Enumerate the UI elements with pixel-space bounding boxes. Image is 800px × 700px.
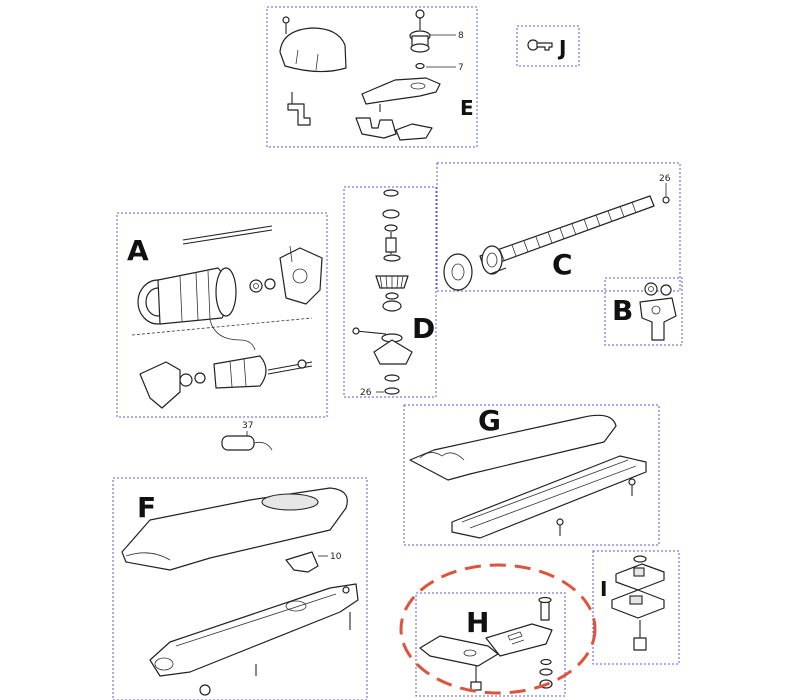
a-rear-bracket — [139, 361, 181, 409]
capacitor-part-number-37: 37 — [242, 421, 253, 431]
capacitor-part — [221, 435, 255, 451]
section-e-group: 8 7 E — [266, 6, 478, 148]
e-part-number-8: 8 — [458, 31, 464, 41]
highlight-circle-h — [399, 563, 597, 695]
section-label-i: I — [600, 577, 607, 601]
i-bolt-head — [633, 637, 647, 651]
section-j-group: J — [516, 25, 580, 67]
section-j-box — [516, 25, 580, 67]
h-flat-plate — [419, 635, 499, 667]
section-label-g: G — [478, 404, 501, 437]
section-b-group: B — [604, 277, 683, 346]
d-bevel-gear — [373, 339, 413, 365]
section-label-e: E — [460, 96, 474, 120]
e-knob-top — [415, 9, 425, 19]
section-label-f: F — [137, 491, 156, 524]
section-a-group: A — [116, 212, 328, 418]
section-d-box — [343, 186, 437, 398]
e-lever-part — [361, 77, 441, 105]
section-i-box — [592, 550, 680, 665]
f-part-number-10: 10 — [330, 552, 342, 562]
c-part-number-26: 26 — [659, 174, 671, 184]
g-upper-cover — [409, 414, 617, 481]
section-c-box — [436, 162, 681, 292]
b-ring-part — [644, 282, 658, 296]
section-label-d: D — [412, 312, 435, 345]
d-part-number-26: 26 — [360, 388, 372, 398]
f-base-plate — [149, 583, 359, 677]
g-rail-base — [451, 455, 647, 539]
e-part-number-7: 7 — [458, 63, 464, 73]
section-g-box — [403, 404, 660, 546]
i-upper-block — [615, 563, 665, 591]
section-e-box — [266, 6, 478, 148]
h-bracket-plate — [485, 623, 553, 657]
section-label-c: C — [552, 248, 573, 281]
a-end-housing — [279, 247, 323, 305]
a-rotor-part — [213, 355, 267, 389]
section-label-j: J — [557, 36, 566, 60]
section-d-group: 26 D — [343, 186, 437, 398]
d-washer-top — [383, 189, 399, 197]
section-i-group: I — [592, 550, 680, 665]
section-label-h: H — [466, 606, 489, 639]
b-bracket-part — [639, 297, 677, 341]
section-label-a: A — [127, 234, 149, 267]
section-h-box — [415, 592, 566, 697]
section-c-group: 26 C — [436, 162, 681, 292]
c-gear-part — [443, 253, 473, 291]
section-f-group: F 10 — [112, 477, 368, 700]
section-label-b: B — [612, 294, 633, 327]
section-h-group: H — [415, 592, 566, 697]
e-cover-part — [279, 27, 347, 73]
e-clamp-part — [355, 117, 397, 139]
f-bracket-part — [285, 551, 319, 573]
e-bracket-part — [287, 103, 311, 126]
capacitor-group: 37 — [221, 421, 273, 451]
section-g-group: G — [403, 404, 660, 546]
screw-icon — [282, 16, 290, 24]
section-f-box — [112, 477, 368, 700]
c-end-nut — [662, 196, 670, 204]
i-nut-top — [633, 555, 647, 563]
j-key-blade — [536, 42, 553, 51]
section-a-box — [116, 212, 328, 418]
